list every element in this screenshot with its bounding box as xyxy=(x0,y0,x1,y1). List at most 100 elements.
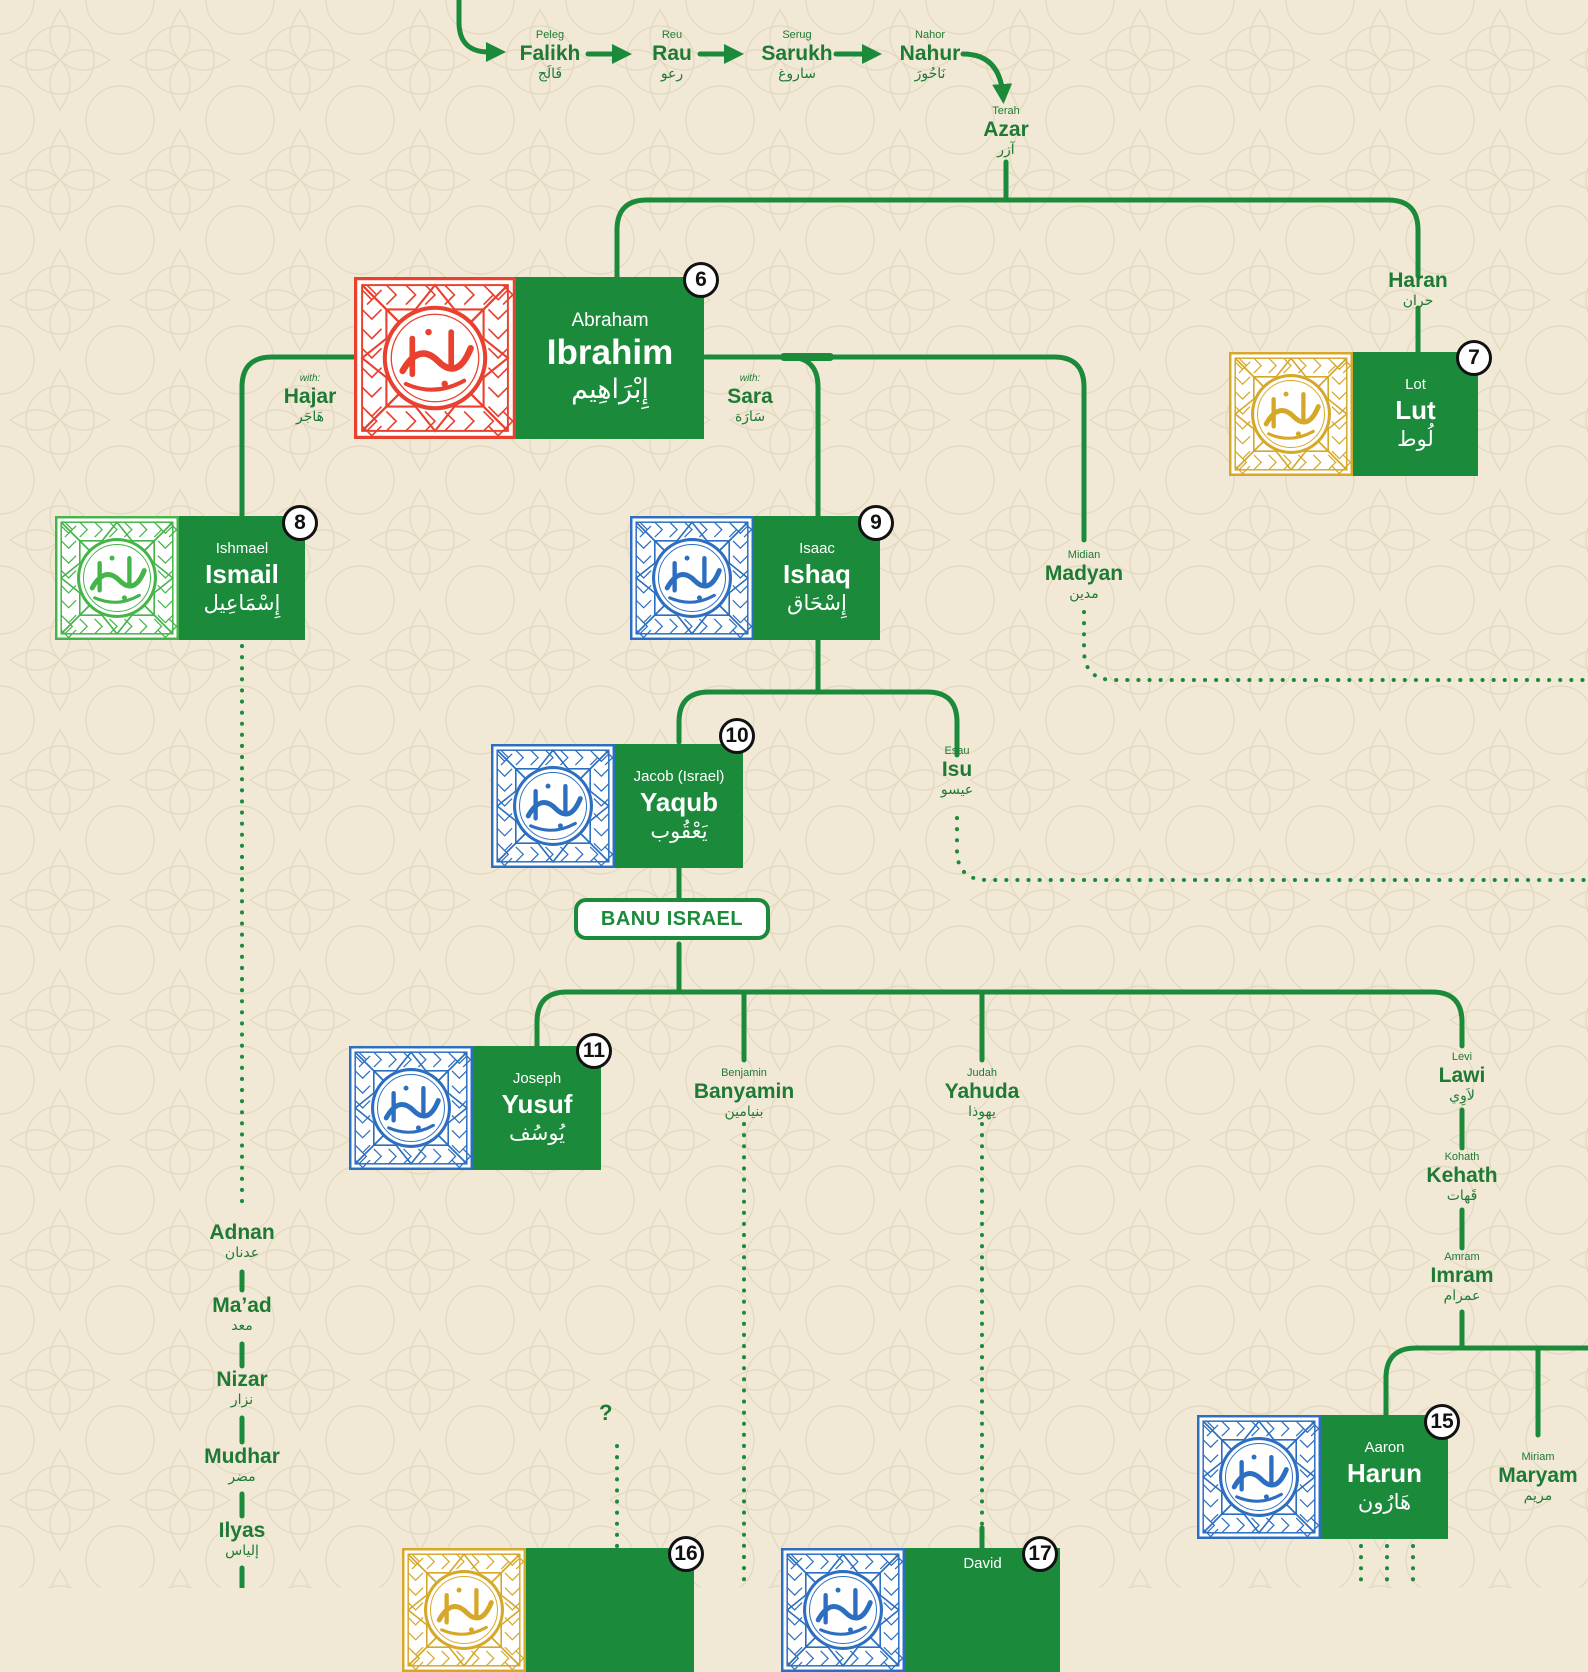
transliterated-name: Yahuda xyxy=(944,1080,1020,1103)
arabic-name: يَعْقُوب xyxy=(650,818,708,843)
transliterated-name: Falikh xyxy=(519,42,581,65)
person-ilyas: Ilyas إلياس xyxy=(192,1520,292,1558)
prophet-name-panel: Ishmael Ismail إِسْمَاعِيل xyxy=(179,516,305,640)
seal-ornament-icon xyxy=(354,277,516,439)
transliterated-name: Harun xyxy=(1346,1457,1423,1488)
prophet-card-16[interactable] xyxy=(402,1548,694,1672)
arabic-name: مريم xyxy=(1523,1488,1553,1504)
person-nahur: Nahor Nahur نَاحُورَ xyxy=(880,29,980,82)
arabic-name: إِسْمَاعِيل xyxy=(203,590,281,615)
prophet-card-ismail[interactable]: Ishmael Ismail إِسْمَاعِيل xyxy=(55,516,305,640)
with-label: with: xyxy=(299,373,321,384)
english-name: Benjamin xyxy=(721,1067,767,1079)
arabic-name: لُوط xyxy=(1397,426,1434,451)
unknown-lineage-mark: ? xyxy=(599,1400,613,1425)
transliterated-name: Nahur xyxy=(899,42,961,65)
tree-connectors xyxy=(239,0,1588,1588)
prophet-name-panel: Isaac Ishaq إِسْحَاق xyxy=(754,516,880,640)
english-name: Amram xyxy=(1444,1251,1480,1263)
arabic-name: مضر xyxy=(228,1469,256,1485)
transliterated-name: Sarukh xyxy=(761,42,833,65)
transliterated-name: Haran xyxy=(1388,269,1448,292)
prophet-name-panel: Joseph Yusuf يُوسُف xyxy=(473,1046,601,1170)
seal-ornament-icon xyxy=(1229,352,1353,476)
transliterated-name: Imram xyxy=(1430,1264,1494,1287)
transliterated-name: Ilyas xyxy=(218,1519,266,1542)
calligraphy-seal-ishaq xyxy=(630,516,754,640)
english-name: Isaac xyxy=(799,540,835,558)
transliterated-name: Hajar xyxy=(283,385,337,408)
calligraphy-seal-harun xyxy=(1197,1415,1321,1539)
prophet-number-badge-harun: 15 xyxy=(1424,1404,1460,1440)
prophet-card-ibrahim[interactable]: Abraham Ibrahim إِبْرَاهِيم xyxy=(354,277,704,439)
english-name: Jacob (Israel) xyxy=(633,768,725,786)
person-sarukh: Serug Sarukh ساروغ xyxy=(742,30,852,82)
arabic-name: عمرام xyxy=(1443,1288,1481,1304)
calligraphy-seal-16 xyxy=(402,1548,526,1672)
person-adnan: Adnan عدنان xyxy=(192,1222,292,1260)
english-name: Esau xyxy=(944,745,970,757)
english-name: Miriam xyxy=(1521,1451,1555,1463)
calligraphy-seal-ismail xyxy=(55,516,179,640)
transliterated-name: Sara xyxy=(727,385,773,408)
transliterated-name: Azar xyxy=(983,118,1029,141)
transliterated-name: Madyan xyxy=(1044,562,1124,585)
arabic-name: مدين xyxy=(1069,586,1099,602)
calligraphy-seal-yusuf xyxy=(349,1046,473,1170)
prophet-number-badge-yusuf: 11 xyxy=(576,1033,612,1069)
english-name: Lot xyxy=(1405,376,1426,394)
transliterated-name: Maryam xyxy=(1498,1464,1578,1487)
prophet-card-ishaq[interactable]: Isaac Ishaq إِسْحَاق xyxy=(630,516,880,640)
arabic-name: بنيامين xyxy=(724,1104,764,1120)
arabic-name: رعو xyxy=(660,66,684,82)
banu-israel-label: BANU ISRAEL xyxy=(574,898,770,940)
person-mudhar: Mudhar مضر xyxy=(192,1446,292,1484)
arabic-name: يُوسُف xyxy=(508,1120,566,1145)
prophet-number-badge-ibrahim: 6 xyxy=(683,262,719,298)
person-maryam: Miriam Maryam مريم xyxy=(1488,1451,1588,1504)
wife-hajar: with: Hajar هَاجَر xyxy=(265,373,355,425)
person-madyan: Midian Madyan مدين xyxy=(1029,550,1139,602)
person-banyamin: Benjamin Banyamin بنيامين xyxy=(684,1067,804,1120)
prophet-card-dawud[interactable]: David xyxy=(781,1548,1060,1672)
prophet-name-panel: Aaron Harun هَارُون xyxy=(1321,1415,1448,1539)
transliterated-name: Mudhar xyxy=(204,1445,280,1468)
prophet-card-harun[interactable]: Aaron Harun هَارُون xyxy=(1197,1415,1448,1539)
prophet-card-lut[interactable]: Lot Lut لُوط xyxy=(1229,352,1478,476)
calligraphy-seal-ibrahim xyxy=(354,277,516,439)
arabic-name: يهوذا xyxy=(968,1104,996,1120)
with-label: with: xyxy=(739,373,761,384)
person-azar: Terah Azar آزر xyxy=(961,106,1051,158)
person-imram: Amram Imram عمرام xyxy=(1412,1251,1512,1304)
arabic-name: عيسو xyxy=(940,782,974,798)
arabic-name: لاَوِي xyxy=(1449,1088,1475,1104)
prophet-card-yusuf[interactable]: Joseph Yusuf يُوسُف xyxy=(349,1046,601,1170)
wife-sara: with: Sara سَارَة xyxy=(705,373,795,425)
person-lawi: Levi Lawi لاَوِي xyxy=(1417,1052,1507,1104)
prophet-card-yaqub[interactable]: Jacob (Israel) Yaqub يَعْقُوب xyxy=(491,744,743,868)
prophet-number-badge-16: 16 xyxy=(668,1536,704,1572)
arabic-name: ساروغ xyxy=(778,66,816,82)
transliterated-name: Adnan xyxy=(209,1221,275,1244)
transliterated-name: Lut xyxy=(1395,394,1436,425)
person-yahuda: Judah Yahuda يهوذا xyxy=(927,1068,1037,1120)
arabic-name: قَهات xyxy=(1446,1188,1478,1204)
prophet-number-badge-yaqub: 10 xyxy=(719,718,755,754)
arabic-name: حران xyxy=(1402,293,1434,309)
english-name: Ishmael xyxy=(215,540,269,558)
arabic-name: إِبْرَاهِيم xyxy=(571,374,649,406)
arabic-name: إلياس xyxy=(225,1543,259,1559)
person-kehath: Kohath Kehath قَهات xyxy=(1407,1152,1517,1204)
arabic-name: إِسْحَاق xyxy=(787,590,847,615)
prophet-number-badge-dawud: 17 xyxy=(1022,1536,1058,1572)
transliterated-name: Rau xyxy=(652,42,692,65)
english-name: Nahor xyxy=(915,29,945,41)
arabic-name: فَالَج xyxy=(537,66,563,82)
seal-ornament-icon xyxy=(491,744,615,868)
english-name: Reu xyxy=(661,29,683,41)
prophet-name-panel: Jacob (Israel) Yaqub يَعْقُوب xyxy=(615,744,743,868)
seal-ornament-icon xyxy=(349,1046,473,1170)
seal-ornament-icon xyxy=(630,516,754,640)
transliterated-name: Yusuf xyxy=(501,1088,573,1119)
english-name: Peleg xyxy=(535,29,565,41)
